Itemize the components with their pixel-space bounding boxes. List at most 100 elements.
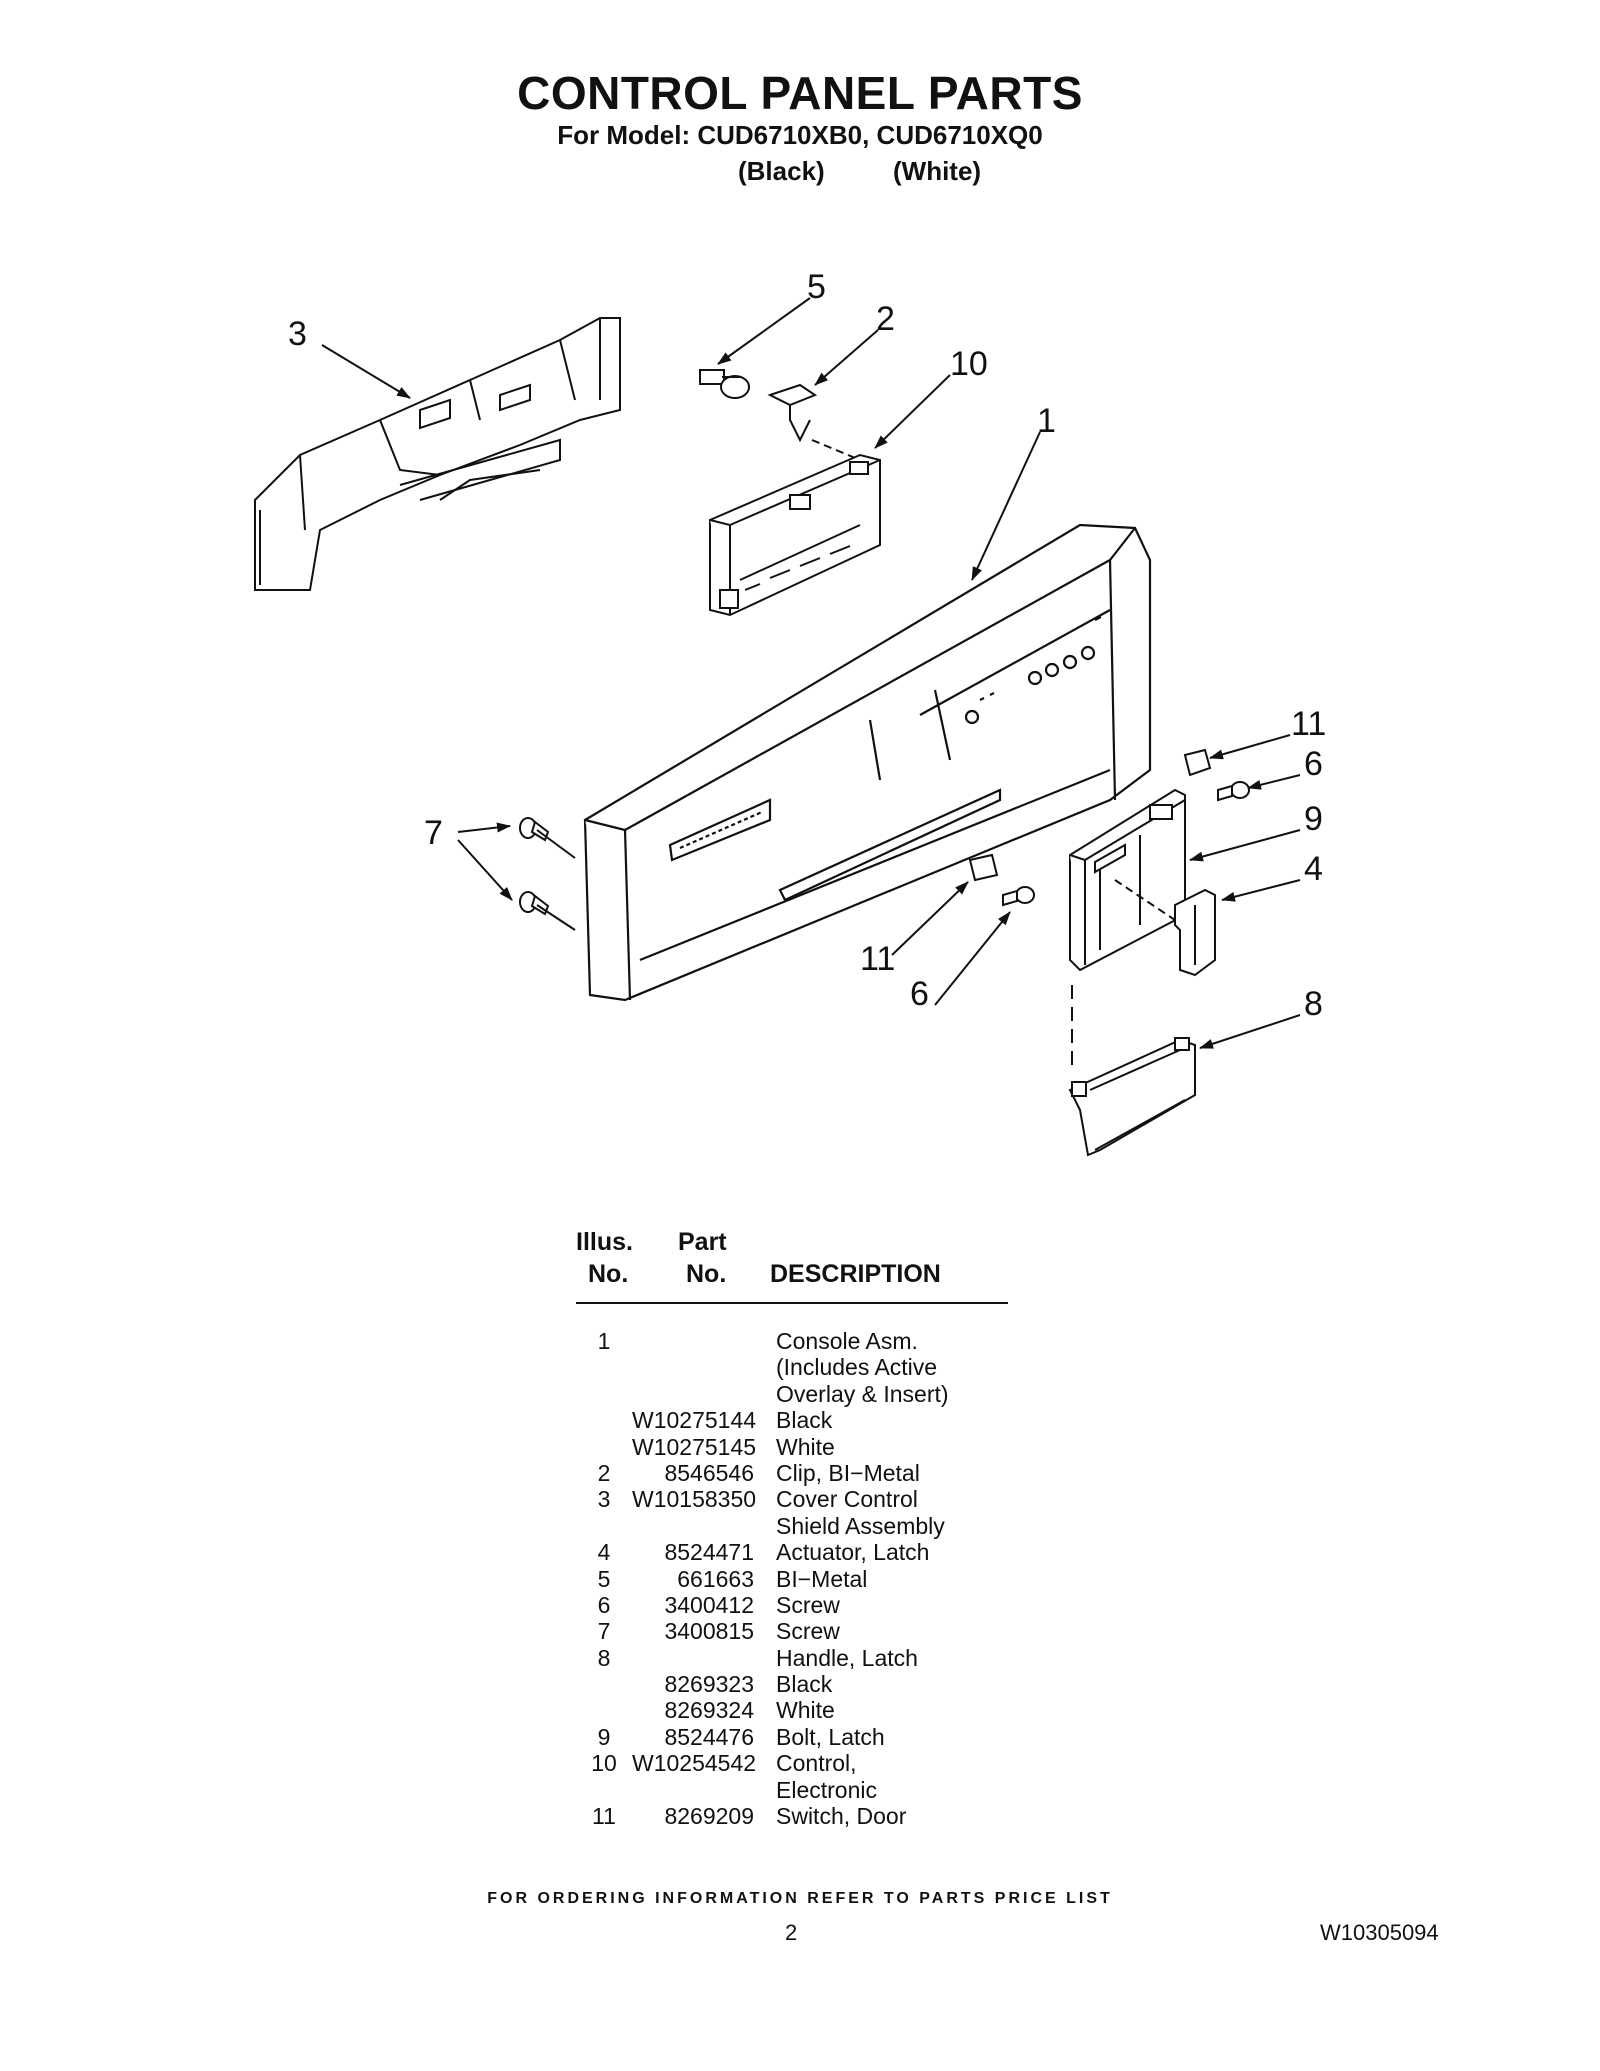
description-cell: Overlay & Insert) <box>776 1380 949 1407</box>
illus-cell: 3 <box>597 1486 611 1513</box>
parts-table-header: Illus. No. Part No. DESCRIPTION <box>576 1228 1016 1300</box>
illus-cell: 6 <box>597 1591 611 1618</box>
illus-cell: 7 <box>597 1618 611 1645</box>
callout-6-upper: 6 <box>1304 745 1323 783</box>
table-row: 8 Handle, Latch <box>576 1645 1016 1671</box>
description-cell: Actuator, Latch <box>776 1539 930 1566</box>
callout-11-upper: 11 <box>1291 705 1326 743</box>
screw-6-upper <box>1217 781 1250 802</box>
part-number-cell: 8269324 <box>664 1697 754 1724</box>
door-switch-lower <box>968 853 999 882</box>
ordering-note: FOR ORDERING INFORMATION REFER TO PARTS … <box>487 1890 1113 1907</box>
table-row: 5 661663 BI−Metal <box>576 1566 1016 1592</box>
header-part-line2: No. <box>686 1260 727 1288</box>
table-row: 4 8524471 Actuator, Latch <box>576 1539 1016 1565</box>
parts-table: Illus. No. Part No. DESCRIPTION 1 Console… <box>576 1228 1016 1829</box>
bi-metal-clip <box>767 383 818 443</box>
description-cell: Screw <box>776 1618 840 1645</box>
description-cell: Screw <box>776 1591 840 1618</box>
part-number-cell: W10158350 <box>632 1486 757 1513</box>
table-row: 2 8546546 Clip, BI−Metal <box>576 1460 1016 1486</box>
callout-11-lower: 11 <box>860 940 895 978</box>
page-number: 2 <box>785 1920 798 1945</box>
part-number-cell: 661663 <box>677 1565 754 1592</box>
table-row: 7 3400815 Screw <box>576 1618 1016 1644</box>
electronic-control-board <box>709 453 881 617</box>
illus-cell: 2 <box>597 1459 611 1486</box>
part-number-cell: W10275145 <box>632 1433 757 1460</box>
latch-handle <box>1068 1037 1196 1157</box>
callout-1: 1 <box>1037 402 1056 440</box>
part-number-cell: 8269209 <box>664 1803 754 1830</box>
header-part-line1: Part <box>678 1228 727 1256</box>
screw-7-upper <box>519 817 550 842</box>
document-number: W10305094 <box>1320 1920 1439 1945</box>
screw-7-lower <box>519 891 550 916</box>
header-illus-line1: Illus. <box>576 1228 633 1256</box>
part-number-cell: 3400815 <box>664 1618 754 1645</box>
callout-3: 3 <box>288 315 307 353</box>
description-cell: Shield Assembly <box>776 1512 945 1539</box>
description-cell: BI−Metal <box>776 1565 868 1592</box>
screw-6-lower <box>1002 886 1035 907</box>
console-assembly <box>583 523 1152 1002</box>
part-number-cell: 3400412 <box>664 1591 754 1618</box>
illus-cell: 4 <box>597 1539 611 1566</box>
callout-2: 2 <box>876 300 895 338</box>
illus-cell: 5 <box>597 1565 611 1592</box>
description-cell: Cover Control <box>776 1486 918 1513</box>
table-row: Electronic <box>576 1777 1016 1803</box>
table-row: 8269323 Black <box>576 1671 1016 1697</box>
description-cell: White <box>776 1433 835 1460</box>
description-cell: Black <box>776 1407 833 1434</box>
header-rule <box>576 1302 1008 1304</box>
description-cell: Electronic <box>776 1776 877 1803</box>
illus-cell: 10 <box>591 1750 617 1777</box>
table-row: 6 3400412 Screw <box>576 1592 1016 1618</box>
exploded-parts-diagram: 5 2 3 10 1 11 6 9 7 4 11 6 8 <box>254 268 1326 1157</box>
table-row: 3 W10158350 Cover Control <box>576 1486 1016 1512</box>
description-cell: Clip, BI−Metal <box>776 1459 920 1486</box>
part-number-cell: 8546546 <box>664 1459 754 1486</box>
header-description: DESCRIPTION <box>770 1260 941 1288</box>
part-number-cell: 8524476 <box>664 1723 754 1750</box>
illus-cell: 8 <box>597 1644 611 1671</box>
latch-bolt <box>1069 788 1186 972</box>
table-row: W10275144 Black <box>576 1407 1016 1433</box>
table-row: 1 Console Asm. <box>576 1328 1016 1354</box>
description-cell: (Includes Active <box>776 1354 938 1381</box>
description-cell: Bolt, Latch <box>776 1723 885 1750</box>
table-row: W10275145 White <box>576 1434 1016 1460</box>
header-illus-line2: No. <box>588 1260 629 1288</box>
description-cell: Handle, Latch <box>776 1644 918 1671</box>
color-white-label: (White) <box>893 156 982 186</box>
callout-8: 8 <box>1304 985 1323 1023</box>
description-cell: Switch, Door <box>776 1803 907 1830</box>
illus-cell: 1 <box>597 1328 611 1354</box>
table-row: 8269324 White <box>576 1697 1016 1723</box>
callout-7: 7 <box>424 814 443 852</box>
latch-actuator <box>1174 888 1216 977</box>
bi-metal <box>699 369 750 399</box>
table-row: Shield Assembly <box>576 1513 1016 1539</box>
part-number-cell: 8269323 <box>664 1671 754 1698</box>
part-number-cell: 8524471 <box>664 1539 754 1566</box>
callout-5: 5 <box>807 268 826 306</box>
description-cell: Black <box>776 1671 833 1698</box>
description-cell: Console Asm. <box>776 1328 918 1354</box>
cover-control-shield <box>254 317 621 591</box>
table-row: (Includes Active <box>576 1354 1016 1380</box>
callout-6-lower: 6 <box>910 975 929 1013</box>
model-subtitle: For Model: CUD6710XB0, CUD6710XQ0 <box>557 120 1043 150</box>
callout-10: 10 <box>950 345 988 383</box>
part-number-cell: W10254542 <box>632 1750 757 1777</box>
page-title: CONTROL PANEL PARTS <box>517 67 1083 119</box>
table-row: 9 8524476 Bolt, Latch <box>576 1724 1016 1750</box>
callout-leaders <box>321 297 1301 1049</box>
part-number-cell: W10275144 <box>632 1407 757 1434</box>
illus-cell: 9 <box>597 1723 611 1750</box>
description-cell: White <box>776 1697 835 1724</box>
